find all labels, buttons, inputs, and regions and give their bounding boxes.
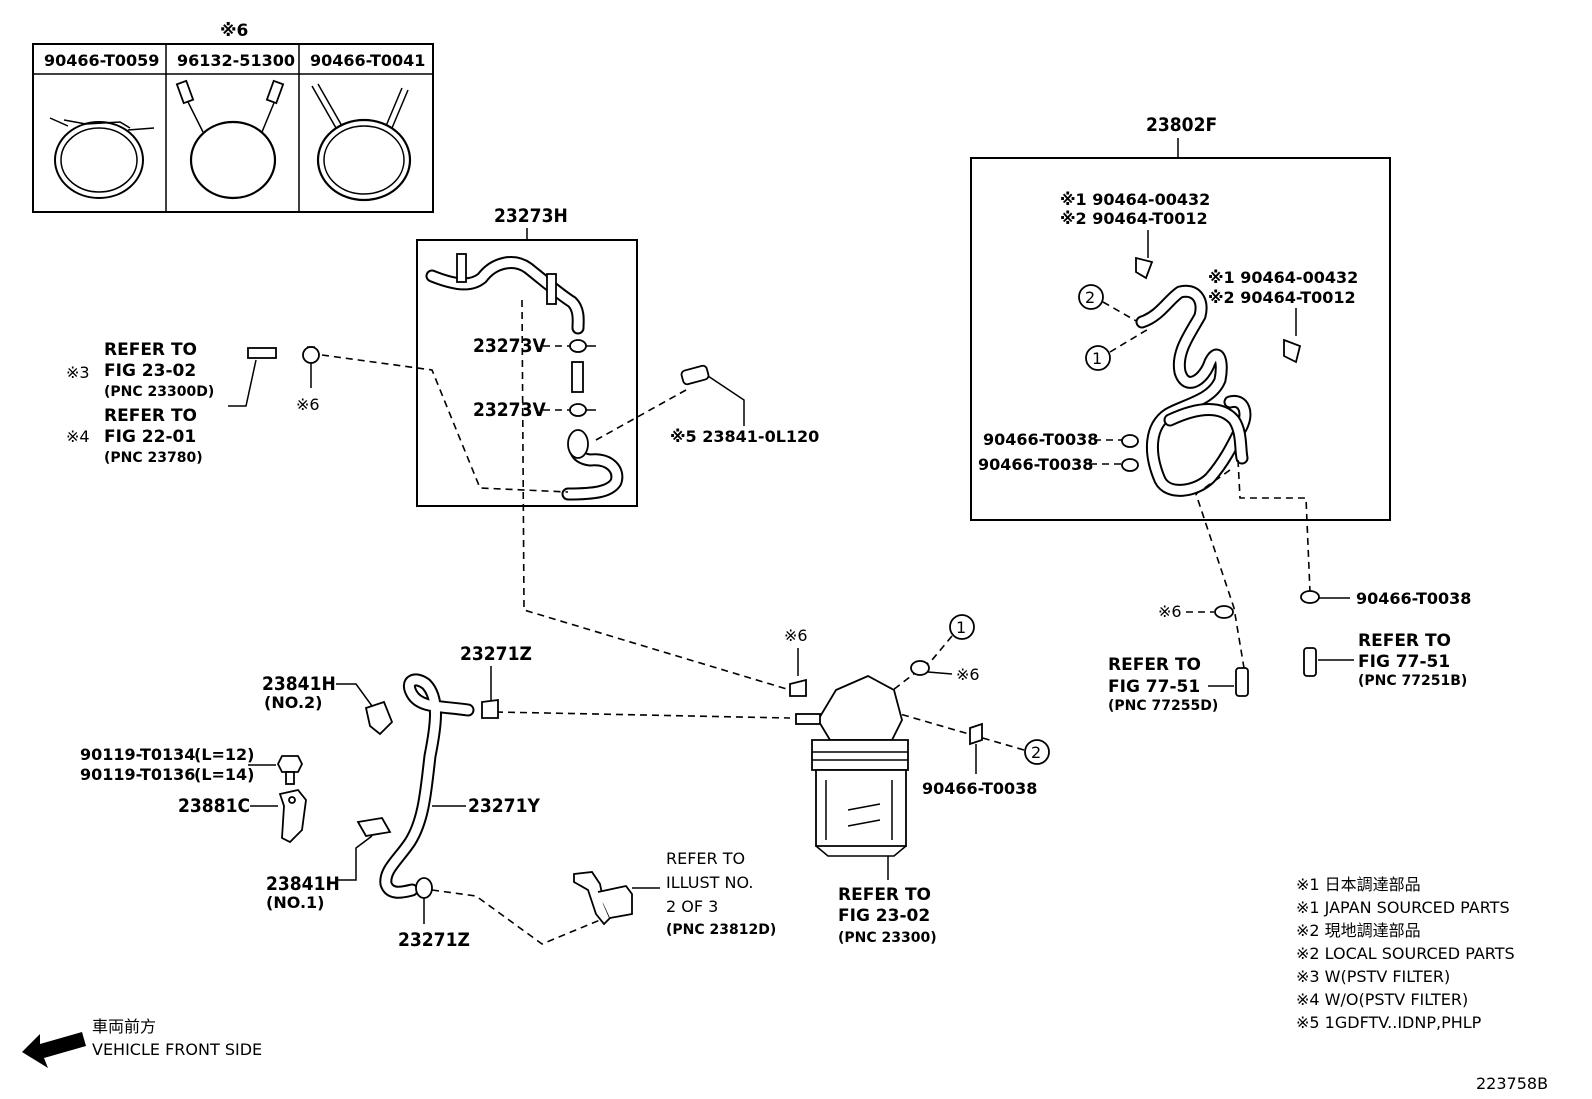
ref-b-line1[interactable]: REFER TO (1358, 631, 1451, 651)
clamp-90466-t0059-drawing (49, 117, 155, 199)
refer-left-group: ※3 REFER TO FIG 23-02 (PNC 23300D) ※4 RE… (66, 340, 569, 493)
sensor-note: ※5 23841-0L120 (670, 427, 819, 446)
box-right-circle-2: 2 (1085, 288, 1095, 307)
arrow-left-icon (22, 1032, 86, 1068)
legend-item-4: ※2 LOCAL SOURCED PARTS (1296, 944, 1515, 963)
filter-ref-line2[interactable]: FIG 23-02 (838, 906, 930, 926)
lower-right-clamp-part: 90466-T0038 (1356, 589, 1471, 608)
ref-b-line3: (PNC 77251B) (1358, 673, 1467, 689)
sensor-23841h-no1: 23841H (266, 873, 340, 895)
hose-assembly-23273h: 23273H 23273V 23273V (416, 205, 638, 507)
hose-23271y: 23271Y (468, 795, 540, 817)
filter-ref-line3: (PNC 23300) (838, 930, 937, 946)
legend-item-2: ※1 JAPAN SOURCED PARTS (1296, 898, 1510, 917)
clip-a-line2: ※2 90464-T0012 (1060, 209, 1208, 228)
refer-left-line2[interactable]: FIG 23-02 (104, 361, 196, 381)
filter-clamp-part: 90466-T0038 (922, 779, 1037, 798)
mark-4: ※4 (66, 427, 90, 446)
table-col-1: 90466-T0059 (44, 51, 159, 70)
box-left-title: 23273H (494, 205, 568, 227)
sensor-no2-sub: (NO.2) (264, 693, 322, 712)
direction-line2: VEHICLE FRONT SIDE (92, 1040, 262, 1059)
legend-item-7: ※5 1GDFTV..IDNP,PHLP (1296, 1013, 1482, 1032)
box-right-clamp-1: 90466-T0038 (983, 430, 1098, 449)
sensor-23841-0l120: ※5 23841-0L120 (595, 364, 819, 446)
ref-b-line2[interactable]: FIG 77-51 (1358, 652, 1450, 672)
bolt-90119-t0134: 90119-T0134 (80, 745, 195, 764)
table-col-2: 96132-51300 (177, 51, 295, 70)
vehicle-front-indicator: 車両前方 VEHICLE FRONT SIDE (22, 1017, 262, 1068)
clip-a-line1: ※1 90464-00432 (1060, 190, 1210, 209)
refer-left-line6: (PNC 23780) (104, 450, 203, 466)
illust-line2[interactable]: ILLUST NO. (666, 873, 753, 892)
bolt2-length: (L=14) (194, 765, 255, 784)
box-right-clamp-2: 90466-T0038 (978, 455, 1093, 474)
illust-line3: 2 OF 3 (666, 897, 718, 916)
table-note: ※6 (220, 21, 248, 41)
clamp-90466-t0041-drawing (311, 83, 412, 202)
legend: ※1 日本調達部品 ※1 JAPAN SOURCED PARTS ※2 現地調達… (1296, 875, 1515, 1032)
legend-item-1: ※1 日本調達部品 (1296, 875, 1421, 894)
figure-id: 223758B (1476, 1074, 1548, 1093)
clamp-table: ※6 90466-T0059 96132-51300 90466-T0041 (32, 21, 434, 213)
part-23273v-upper: 23273V (473, 335, 546, 357)
clip-23271z-bottom: 23271Z (398, 929, 470, 951)
box-right-circle-1: 1 (1092, 349, 1102, 368)
clamp-96132-51300-drawing (175, 79, 285, 200)
clip-b-line2: ※2 90464-T0012 (1208, 288, 1356, 307)
box-right-title: 23802F (1146, 114, 1217, 136)
hose-assembly-23802f: 23802F ※1 90464-00432 ※2 90464-T0012 ※1 … (970, 114, 1391, 669)
filter-top-clamp-note: ※6 (784, 626, 808, 645)
refer-left-clamp-note: ※6 (296, 395, 320, 414)
bracket-23881c: 23881C (178, 795, 250, 817)
refer-left-line1[interactable]: REFER TO (104, 340, 197, 360)
filter-circle-2: 2 (1031, 743, 1041, 762)
legend-item-5: ※3 W(PSTV FILTER) (1296, 967, 1450, 986)
filter-ref-line1[interactable]: REFER TO (838, 885, 931, 905)
lower-right-clamp-note: ※6 (1158, 602, 1182, 621)
bolt-90119-t0136: 90119-T0136 (80, 765, 195, 784)
mark-3: ※3 (66, 363, 90, 382)
ref-a-line2[interactable]: FIG 77-51 (1108, 677, 1200, 697)
lower-left-parts: 23271Z 23271Y 23271Z 23841H (NO.2) 90119… (80, 643, 540, 951)
illust-line4: (PNC 23812D) (666, 922, 776, 938)
refer-left-line5[interactable]: FIG 22-01 (104, 427, 196, 447)
sensor-no1-sub: (NO.1) (266, 893, 324, 912)
part-23273v-lower: 23273V (473, 399, 546, 421)
legend-item-6: ※4 W/O(PSTV FILTER) (1296, 990, 1468, 1009)
direction-line1: 車両前方 (92, 1017, 156, 1036)
table-col-3: 90466-T0041 (310, 51, 425, 70)
clip-b-line1: ※1 90464-00432 (1208, 268, 1358, 287)
sensor-23841h-no2: 23841H (262, 673, 336, 695)
legend-item-3: ※2 現地調達部品 (1296, 921, 1421, 940)
refer-left-line3: (PNC 23300D) (104, 384, 214, 400)
bolt1-length: (L=12) (194, 745, 255, 764)
ref-a-line3: (PNC 77255D) (1108, 698, 1218, 714)
filter-right-clamp-note: ※6 (956, 665, 980, 684)
clip-23271z-top: 23271Z (460, 643, 532, 665)
filter-circle-1: 1 (956, 618, 966, 637)
ref-a-line1[interactable]: REFER TO (1108, 655, 1201, 675)
fuel-filter-assembly: ※6 1 ※6 2 90466-T0038 REFER TO FIG 23-02… (431, 614, 1050, 946)
illust-line1[interactable]: REFER TO (666, 849, 745, 868)
refer-left-line4[interactable]: REFER TO (104, 406, 197, 426)
lower-right-refs: ※6 90466-T0038 REFER TO FIG 77-51 (PNC 7… (1108, 589, 1471, 714)
